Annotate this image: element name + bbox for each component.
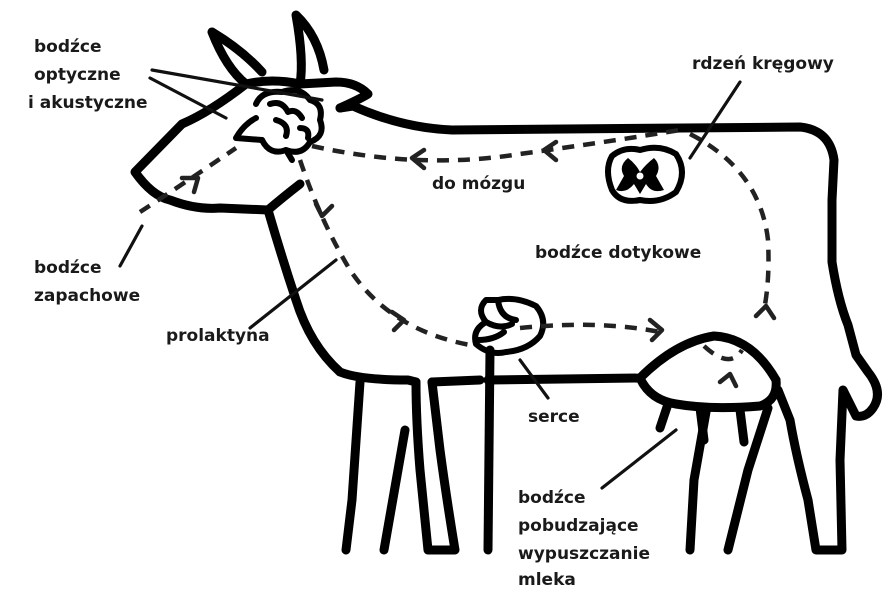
cow-outline — [135, 15, 877, 550]
prolactin-label: prolaktyna — [166, 326, 270, 346]
milk-label-line1: bodźce — [518, 488, 586, 508]
optic-label-line1: bodźce — [34, 37, 102, 57]
milk-label-line3: wypuszczanie — [518, 544, 650, 564]
spinal-cord-label: rdzeń kręgowy — [692, 54, 834, 74]
smell-label-line2: zapachowe — [34, 286, 140, 306]
brain-icon — [236, 90, 322, 160]
optic-label-line3: i akustyczne — [28, 93, 148, 113]
smell-label-line1: bodźce — [34, 258, 102, 278]
milk-label-line2: pobudzające — [518, 516, 639, 536]
to-brain-label: do mózgu — [432, 174, 525, 194]
heart-label: serce — [528, 407, 580, 427]
spinal-cord-section-icon — [608, 148, 682, 201]
labels: bodźce optyczne i akustyczne rdzeń kręgo… — [28, 37, 834, 589]
heart-icon — [475, 299, 543, 353]
touch-label: bodźce dotykowe — [535, 243, 701, 263]
milk-label-line4: mleka — [518, 570, 576, 589]
optic-label-line2: optyczne — [34, 65, 121, 85]
